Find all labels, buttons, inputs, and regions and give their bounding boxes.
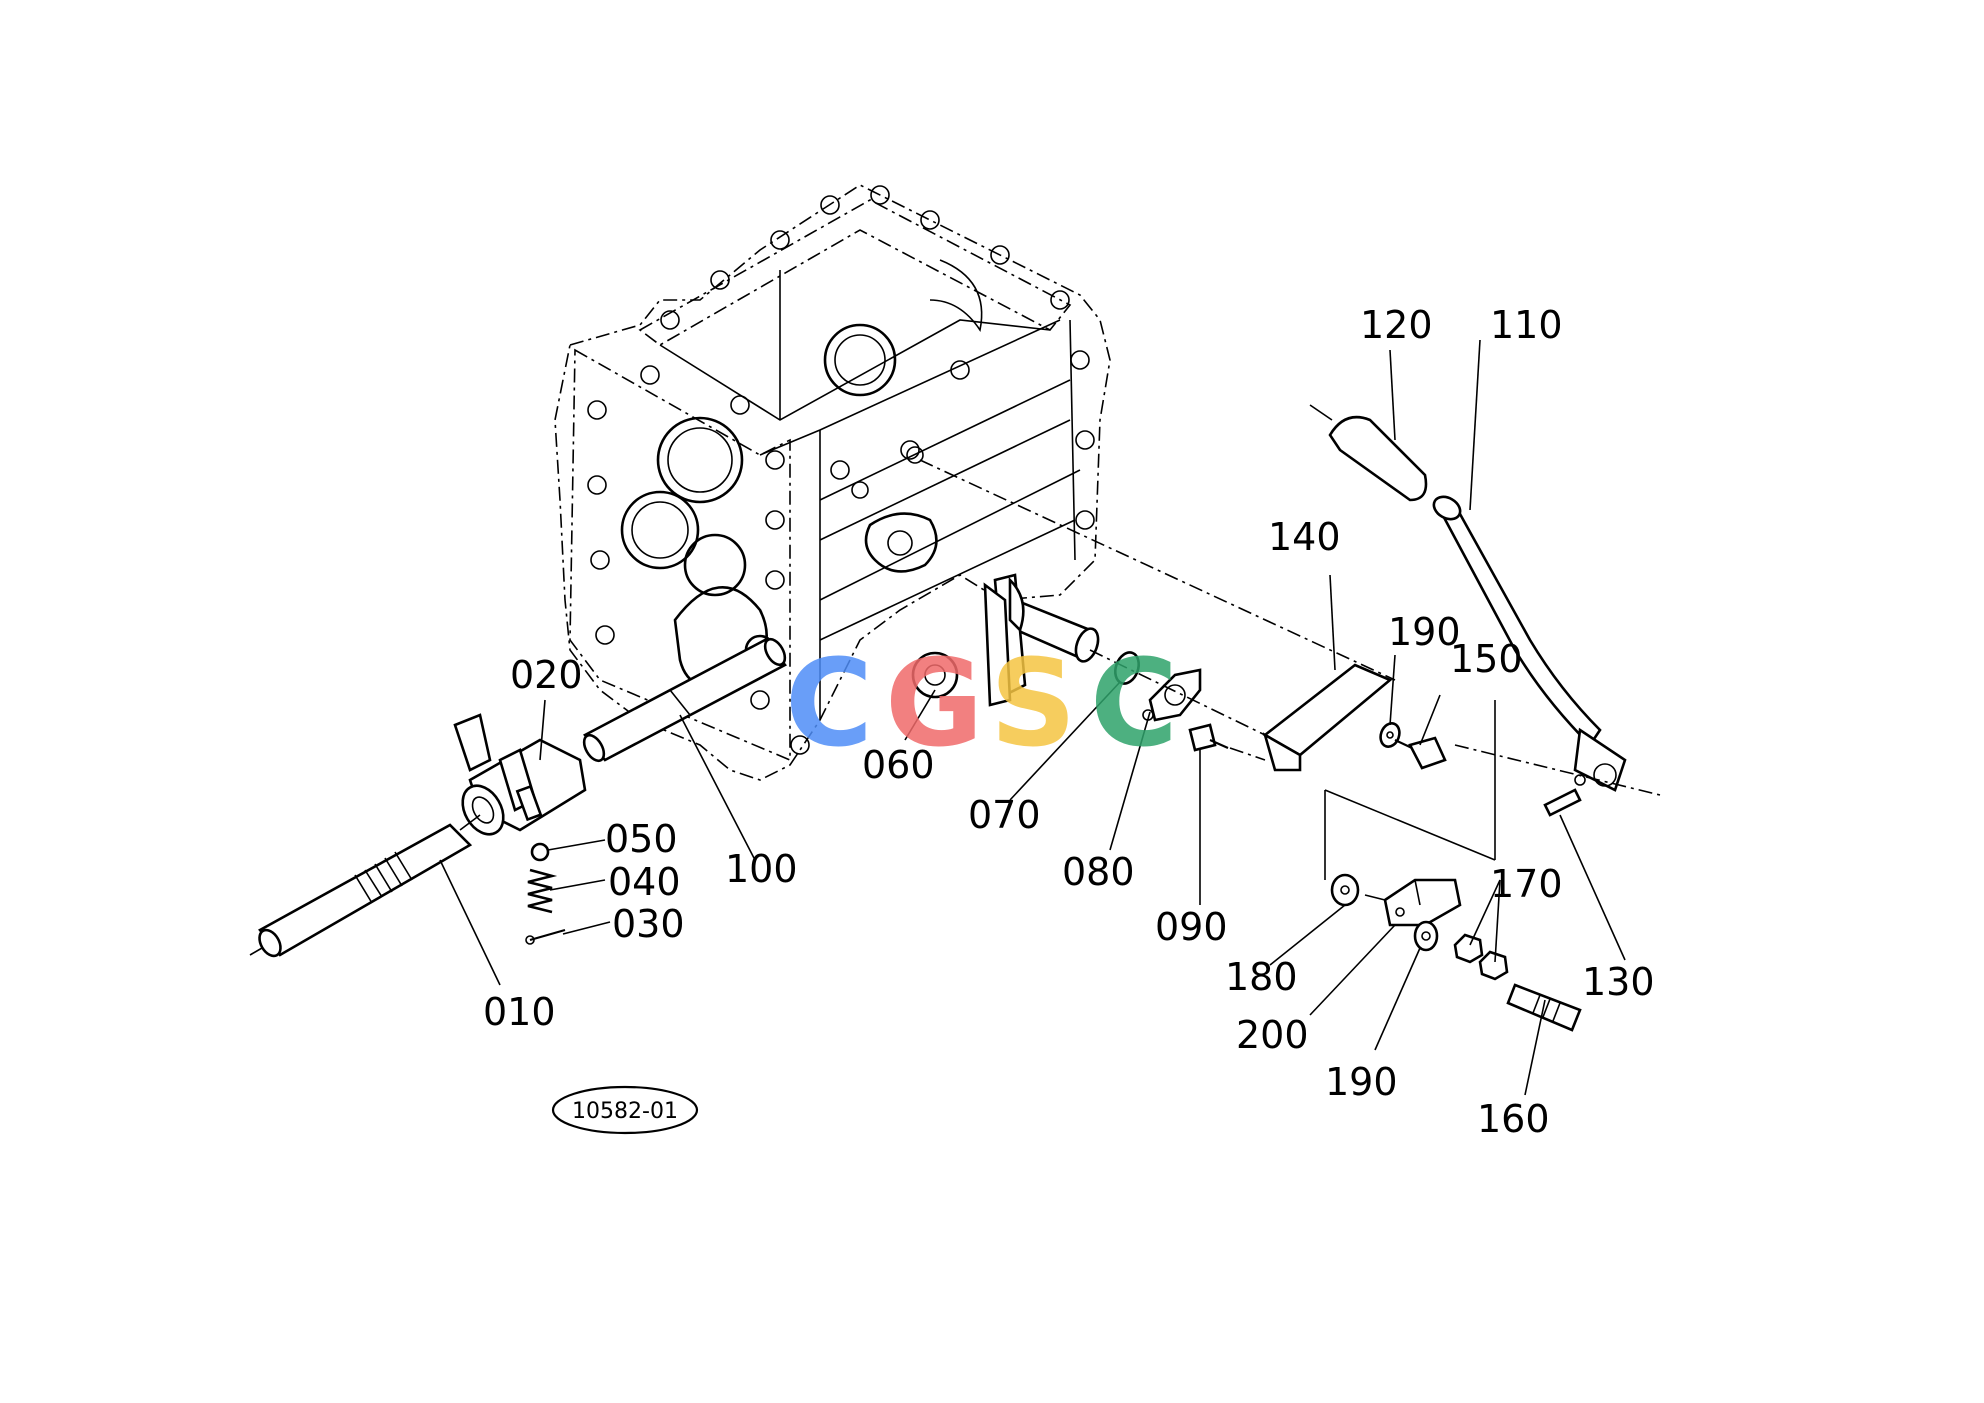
watermark-letter-3: S [990, 635, 1076, 774]
shaft-100 [582, 637, 787, 763]
callout-190-lower: 190 [1325, 1060, 1398, 1104]
bolt-090 [1188, 723, 1229, 752]
transmission-case [554, 184, 1111, 781]
callout-110: 110 [1490, 303, 1563, 347]
callout-200: 200 [1236, 1013, 1309, 1057]
detent-spring-040 [527, 868, 558, 914]
callout-040: 040 [608, 860, 681, 904]
callout-190-upper: 190 [1388, 610, 1461, 654]
watermark-letter-4: C [1090, 635, 1178, 774]
callout-090: 090 [1155, 905, 1228, 949]
washer-190-lower [1413, 920, 1439, 952]
bracket-200 [1383, 878, 1462, 927]
bolt-150 [1394, 736, 1447, 770]
shift-lever-shaft-060 [983, 573, 1100, 707]
callout-170: 170 [1490, 862, 1563, 906]
callout-120: 120 [1360, 303, 1433, 347]
callout-labels: 010 020 030 040 050 060 070 080 090 100 … [483, 303, 1655, 1141]
nut-170 [1453, 933, 1509, 981]
callout-010: 010 [483, 990, 556, 1034]
watermark-letter-2: G [885, 635, 984, 774]
leader-lines [439, 339, 1626, 1096]
callout-130: 130 [1582, 960, 1655, 1004]
callout-050: 050 [605, 817, 678, 861]
watermark: C G S C [785, 635, 1178, 774]
shift-rod-010 [249, 823, 473, 958]
pin-130 [1543, 788, 1582, 817]
watermark-letter-1: C [785, 635, 873, 774]
o-ring-070 [1114, 651, 1140, 685]
washer-180 [1330, 873, 1360, 907]
shift-fork-020 [453, 713, 587, 836]
callout-160: 160 [1477, 1097, 1550, 1141]
callout-150: 150 [1450, 637, 1523, 681]
gear-lever-110 [1432, 495, 1627, 792]
callout-140: 140 [1268, 515, 1341, 559]
callout-180: 180 [1225, 955, 1298, 999]
callout-080: 080 [1062, 850, 1135, 894]
reference-code-badge: 10582-01 [551, 1085, 699, 1135]
lever-arm-140 [1262, 663, 1393, 772]
reference-code: 10582-01 [572, 1099, 678, 1124]
detent-pin-030 [525, 928, 566, 945]
callout-030: 030 [612, 902, 685, 946]
callout-100: 100 [725, 847, 798, 891]
detent-ball-050 [530, 842, 550, 862]
callout-060: 060 [862, 743, 935, 787]
grip-120 [1309, 404, 1428, 502]
callout-070: 070 [968, 793, 1041, 837]
callout-020: 020 [510, 653, 583, 697]
assembly-axis-lines [459, 459, 1661, 901]
